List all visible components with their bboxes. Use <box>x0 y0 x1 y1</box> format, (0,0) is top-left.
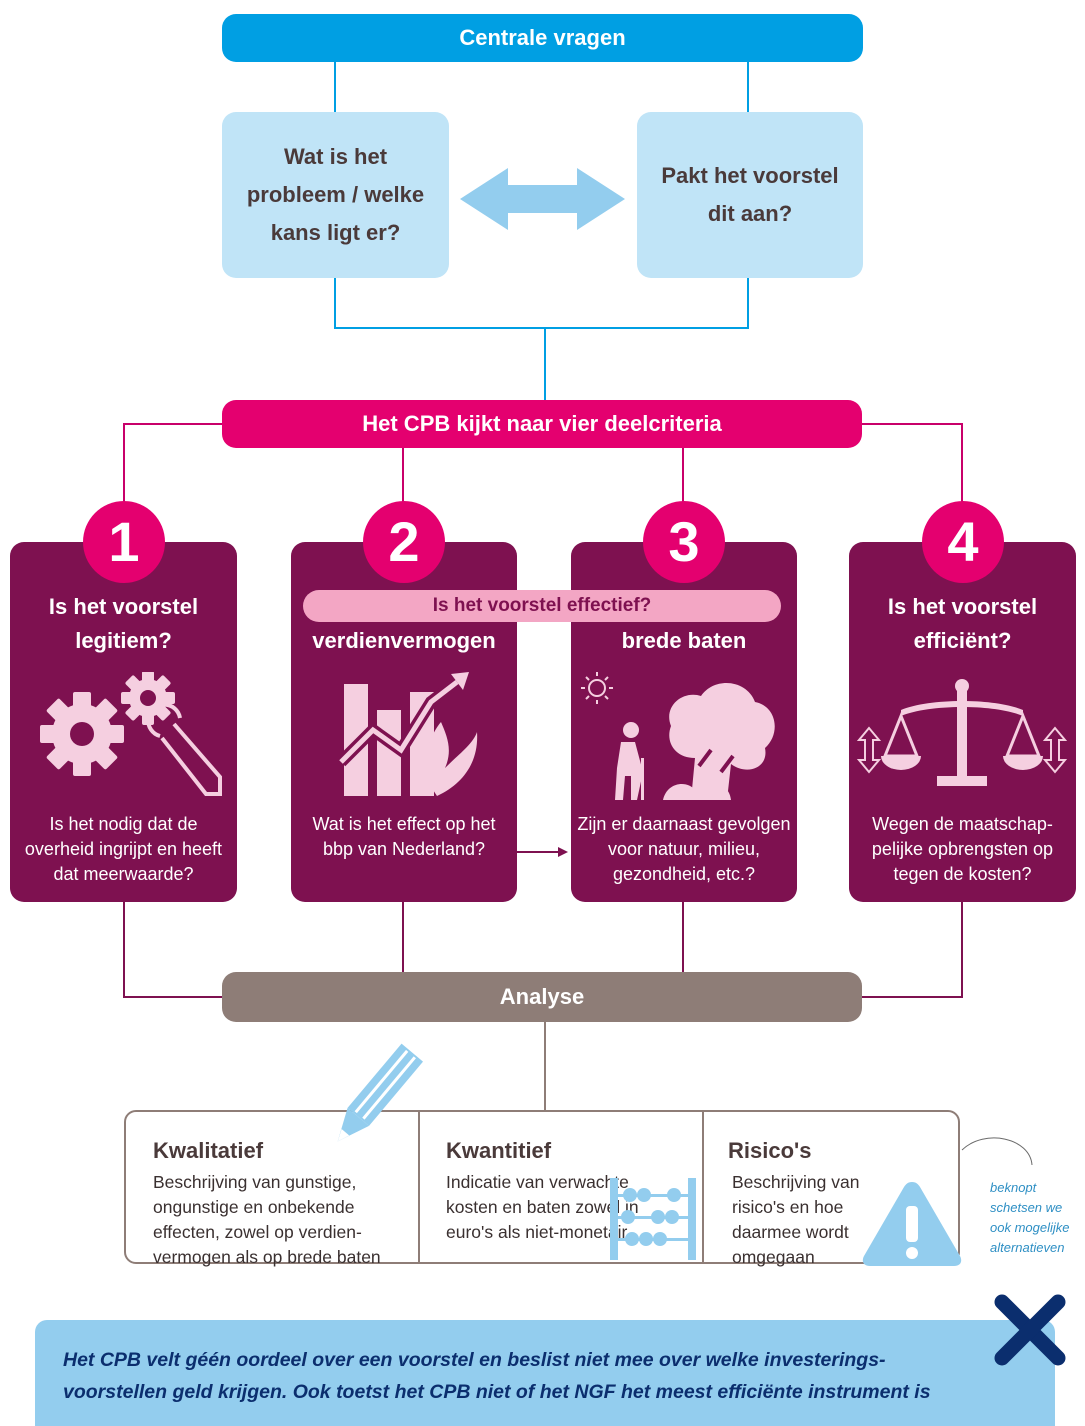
question-problem-box: Wat is het probleem / welke kans ligt er… <box>222 112 449 278</box>
criterion-title-3: brede baten <box>621 628 747 653</box>
analysis-column-qualitative: Kwalitatief Beschrijving van gunstige, o… <box>126 1112 418 1267</box>
criterion-title-4: Is het voorstel efficiënt? <box>887 594 1038 653</box>
criterion-card-4: Is het voorstel efficiënt? Wegen de maat… <box>849 542 1076 902</box>
central-questions-title: Centrale vragen <box>459 25 626 50</box>
analysis-column-risks: Risico's Beschrijving van risico's en ho… <box>704 1112 958 1267</box>
central-questions-header: Centrale vragen <box>222 14 863 62</box>
criteria-header-text: Het CPB kijkt naar vier deelcriteria <box>362 411 722 436</box>
criterion-text-4: Wegen de maatschap-pelijke opbrengsten o… <box>871 814 1054 884</box>
criterion-number-1: 1 <box>83 501 165 583</box>
criterion-number-2: 2 <box>363 501 445 583</box>
criterion-title-1: Is het voorstel legitiem? <box>48 594 199 653</box>
criterion-text-2: Wat is het effect op het bbp van Nederla… <box>312 814 496 859</box>
risks-title: Risico's <box>728 1138 812 1163</box>
quantitative-text: Indicatie van verwachte kosten en baten … <box>446 1172 639 1242</box>
criterion-title-2: verdienvermogen <box>312 628 496 653</box>
double-arrow-icon <box>460 168 625 230</box>
abacus-icon <box>610 1178 696 1260</box>
warning-icon <box>862 1182 962 1266</box>
analysis-divider-1 <box>418 1112 420 1262</box>
effectiveness-label: Is het voorstel effectief? <box>303 590 781 622</box>
side-note: beknopt schetsen we ook mogelijke altern… <box>990 1180 1070 1255</box>
question-solution-text: Pakt het voorstel dit aan? <box>661 163 839 226</box>
criterion-card-1: Is het voorstel legitiem? Is h <box>10 542 237 902</box>
criterion-text-1: Is het nodig dat de overheid ingrijpt en… <box>24 814 223 884</box>
nature-health-icon <box>581 672 775 800</box>
gears-wrench-icon <box>40 672 222 796</box>
disclaimer-text: Het CPB velt géén oordeel over een voors… <box>63 1349 931 1403</box>
question-problem-text: Wat is het probleem / welke kans ligt er… <box>246 144 425 245</box>
scales-icon <box>856 679 1068 786</box>
qualitative-text: Beschrijving van gunstige, ongunstige en… <box>153 1172 381 1267</box>
analysis-column-quantitative: Kwantitief Indicatie van verwachte koste… <box>420 1112 702 1262</box>
qualitative-title: Kwalitatief <box>153 1138 264 1163</box>
pencil-icon <box>337 1043 424 1142</box>
quantitative-title: Kwantitief <box>446 1138 552 1163</box>
criterion-number-4: 4 <box>922 501 1004 583</box>
analysis-divider-2 <box>702 1112 704 1262</box>
analysis-box: Kwalitatief Beschrijving van gunstige, o… <box>124 1110 960 1267</box>
criterion-number-3: 3 <box>643 501 725 583</box>
criterion-text-3: Zijn er daarnaast gevolgen voor natuur, … <box>577 814 791 884</box>
disclaimer-banner: Het CPB velt géén oordeel over een voors… <box>35 1320 1055 1426</box>
growth-chart-icon <box>336 672 478 796</box>
question-solution-box: Pakt het voorstel dit aan? <box>637 112 863 278</box>
criteria-header: Het CPB kijkt naar vier deelcriteria <box>222 400 862 448</box>
risks-text: Beschrijving van risico's en hoe daarmee… <box>732 1172 860 1267</box>
analysis-header-text: Analyse <box>499 984 585 1009</box>
analysis-header: Analyse <box>222 972 862 1022</box>
cross-icon <box>994 1294 1066 1366</box>
